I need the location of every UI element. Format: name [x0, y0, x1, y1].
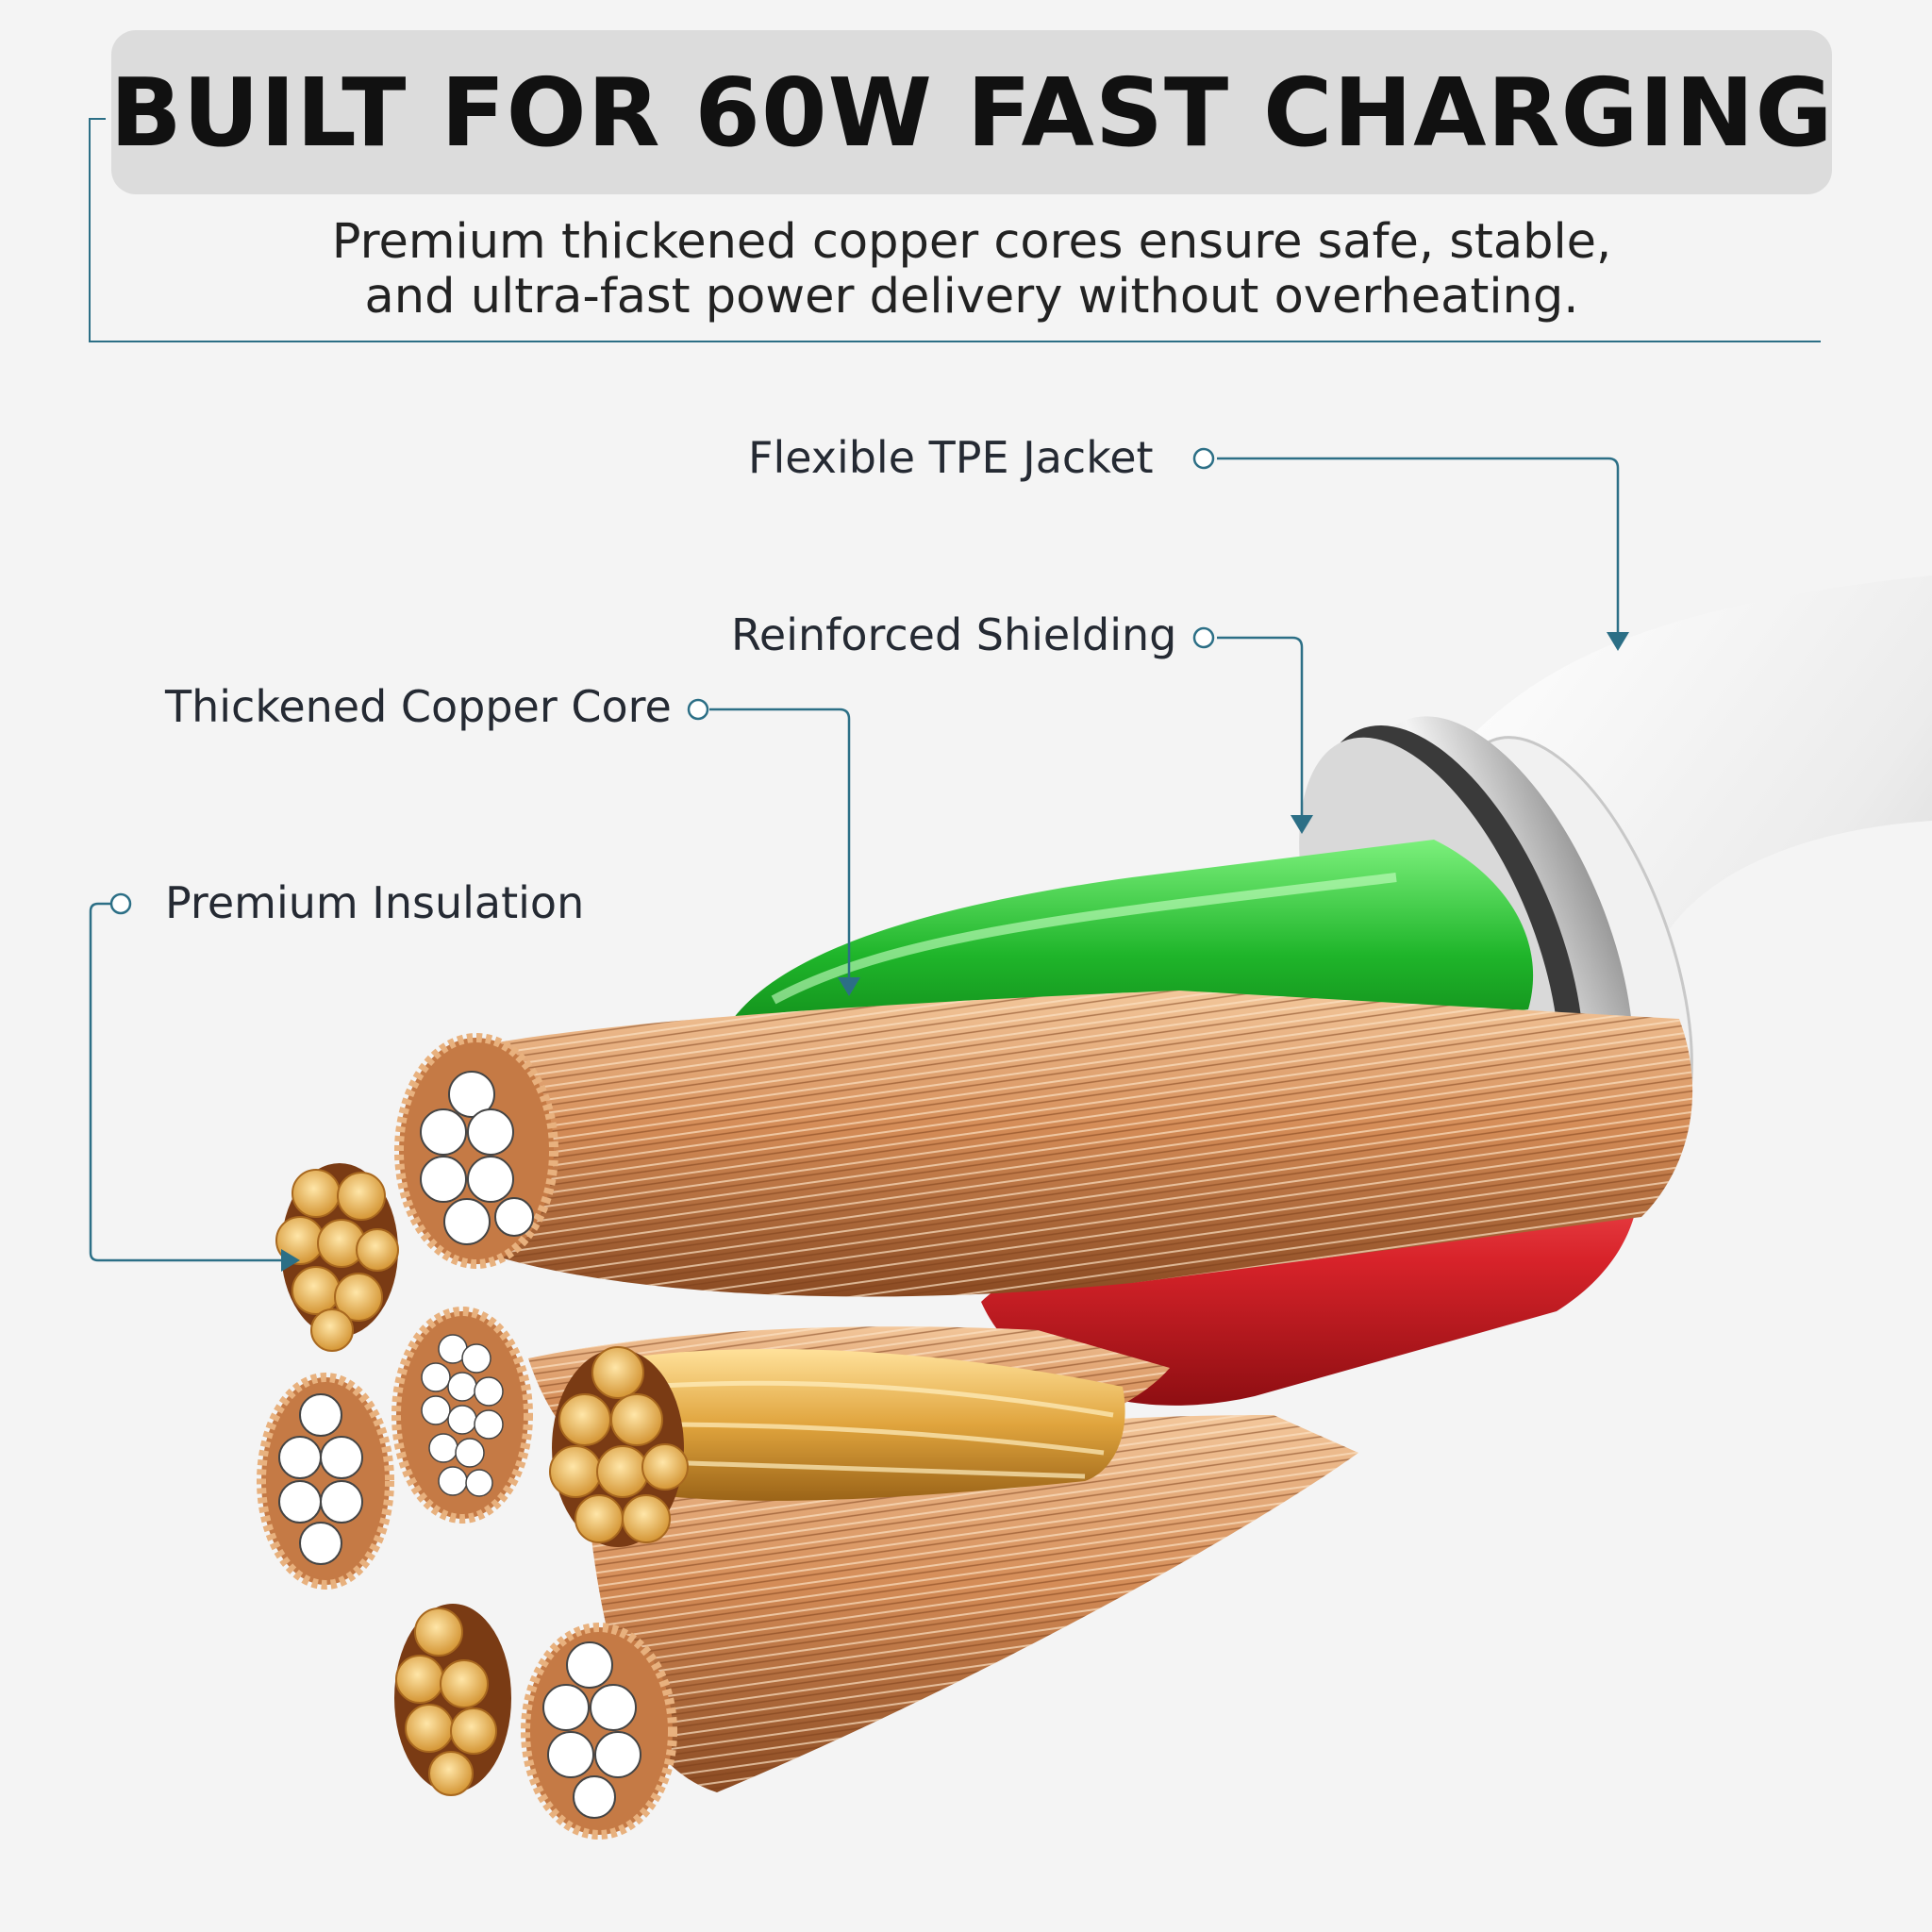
strand-ends [257, 1033, 689, 1840]
subtitle-line-1: Premium thickened copper cores ensure sa… [331, 214, 1612, 270]
subtitle-line-2: and ultra-fast power delivery without ov… [364, 269, 1579, 325]
title-banner: BUILT FOR 60W FAST CHARGING [109, 30, 1834, 194]
subtitle: Premium thickened copper cores ensure sa… [208, 215, 1736, 325]
callout-copper-core: Thickened Copper Core [165, 681, 672, 732]
leader-dots [109, 447, 1215, 915]
callout-shielding: Reinforced Shielding [731, 609, 1177, 660]
leader-arrows [281, 632, 1629, 1272]
page-title: BUILT FOR 60W FAST CHARGING [109, 57, 1834, 168]
callout-jacket: Flexible TPE Jacket [748, 432, 1154, 483]
leader-lines [89, 457, 1620, 1262]
callout-insulation: Premium Insulation [165, 877, 585, 928]
